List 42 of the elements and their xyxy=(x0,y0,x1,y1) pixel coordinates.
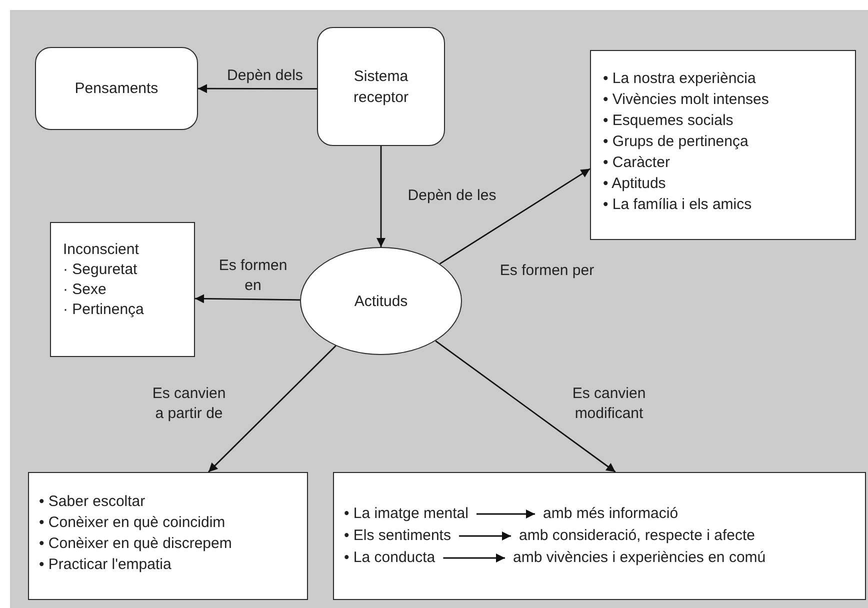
list-item: • Practicar l'empatia xyxy=(39,555,172,575)
text-box xyxy=(50,222,195,357)
list-item: • Saber escoltar xyxy=(39,492,146,512)
edge-label: Depèn de les xyxy=(406,186,498,206)
arrow xyxy=(376,146,386,247)
list-item: • Esquemes socials xyxy=(603,111,734,131)
arrow xyxy=(439,168,590,264)
list-item: Inconscient xyxy=(63,240,139,260)
list-item: · Sexe xyxy=(63,280,106,300)
list-item: • Conèixer en què discrepem xyxy=(39,534,232,554)
text: • Els sentiments xyxy=(344,526,451,546)
list-item: · Seguretat xyxy=(63,260,138,280)
list-item: · Pertinença xyxy=(63,300,144,320)
text-box xyxy=(28,472,308,600)
arrow xyxy=(443,554,505,562)
text: amb més informació xyxy=(543,504,678,524)
text-box xyxy=(590,50,856,240)
text: • La conducta xyxy=(344,548,436,568)
edge-label: Es formen en xyxy=(218,256,288,296)
list-item: • La família i els amics xyxy=(603,195,752,215)
edge-label: Depèn dels xyxy=(226,66,304,86)
text: amb vivències i experiències en comú xyxy=(513,548,766,568)
arrow xyxy=(198,84,317,94)
text-box xyxy=(333,472,866,600)
list-item: • Vivències molt intenses xyxy=(603,90,769,110)
text: amb consideració, respecte i afecte xyxy=(519,526,755,546)
edge-label: Es canvien modificant xyxy=(571,384,647,424)
text: • La imatge mental xyxy=(344,504,468,524)
list-item: • Conèixer en què coincidim xyxy=(39,513,226,533)
list-item: • Grups de pertinença xyxy=(603,132,748,152)
list-item: • La nostra experiència xyxy=(603,69,756,89)
rounded-box: Sistema receptor xyxy=(317,27,445,146)
arrow xyxy=(459,532,511,540)
list-item: • Caràcter xyxy=(603,153,670,173)
arrow xyxy=(476,510,535,518)
arrow xyxy=(208,345,336,472)
rounded-box: Pensaments xyxy=(35,47,198,130)
arrow xyxy=(435,340,616,473)
list-item: • Aptituds xyxy=(603,174,666,194)
edge-label: Es formen per xyxy=(498,261,596,281)
edge-label: Es canvien a partir de xyxy=(151,384,227,424)
arrow xyxy=(195,294,300,304)
